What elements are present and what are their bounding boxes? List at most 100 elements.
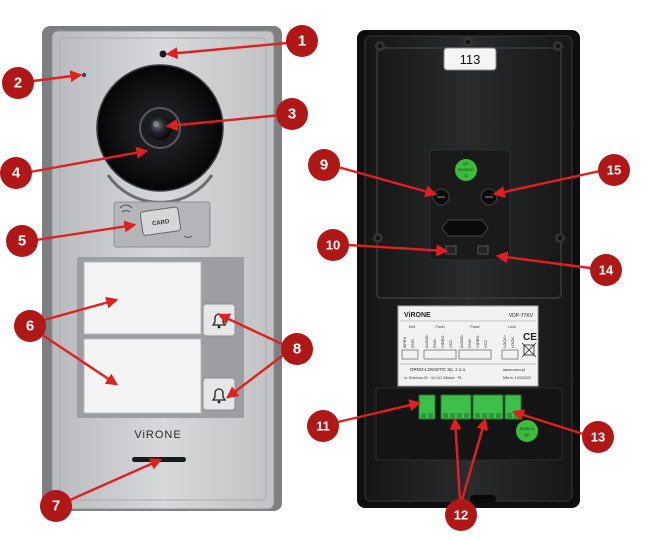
marker-label: 3 — [288, 106, 296, 123]
qc-seal-text-2: PASSED — [458, 167, 474, 172]
label-company: ORNO-LOGISTIC Sp. z o.o. — [410, 367, 466, 372]
callout-arrows — [28, 40, 602, 502]
terminal-block-panel-2[interactable] — [472, 394, 504, 420]
marker-9: 9 — [308, 149, 340, 181]
pin-label: GND — [410, 339, 415, 348]
marker-label: 15 — [607, 163, 621, 178]
nameplate-2 — [83, 338, 202, 414]
marker-5: 5 — [6, 225, 38, 257]
terminal-block-exit[interactable] — [418, 394, 436, 420]
dip-switch-left[interactable] — [445, 245, 457, 255]
marker-12: 12 — [445, 499, 477, 531]
terminal-block-lock[interactable] — [504, 394, 522, 420]
marker-2: 2 — [2, 67, 34, 99]
marker-14: 14 — [590, 254, 622, 286]
screw — [375, 41, 385, 51]
screw — [463, 37, 473, 47]
arrow-6a — [42, 296, 119, 322]
qc-seal-bottom — [516, 420, 538, 442]
arrow-5 — [34, 220, 137, 242]
front-panel: CARD ViRONE — [42, 26, 282, 511]
rfid-card-label: CARD — [152, 219, 171, 227]
nameplate-1 — [83, 261, 202, 335]
front-panel-bevel — [59, 37, 267, 501]
marker-label: 10 — [326, 238, 340, 253]
qc-seal-top — [455, 159, 477, 181]
callout-markers: 1 2 3 4 5 6 7 8 9 10 11 12 13 14 15 — [0, 25, 630, 531]
back-bottom-slot — [470, 495, 496, 503]
marker-6: 6 — [14, 310, 46, 342]
serial-tag — [443, 47, 497, 71]
top-sensor-hole — [159, 50, 167, 58]
arrow-4 — [28, 146, 149, 174]
arrow-12b — [460, 417, 489, 502]
arrow-12a — [449, 417, 462, 502]
arrow-3 — [165, 113, 284, 132]
label-pinout: Exit Panel Panel Lock OPEN GND AUDIO GND… — [401, 325, 519, 360]
marker-7: 7 — [40, 490, 72, 522]
microphone-hole — [81, 72, 87, 78]
marker-1: 1 — [286, 25, 318, 57]
pin-diagram-2 — [423, 349, 457, 360]
marker-label: 14 — [599, 263, 614, 278]
marker-4: 4 — [0, 157, 32, 189]
marker-15: 15 — [598, 154, 630, 186]
marker-label: 7 — [52, 498, 60, 515]
label-date: Mfd in: 1/04/2020 — [503, 376, 531, 380]
rfid-waves-icon — [119, 204, 133, 213]
marker-label: 5 — [18, 233, 26, 250]
pin-label: LOCK- — [510, 335, 515, 348]
rfid-wave-icon-2 — [183, 235, 193, 238]
marker-13: 13 — [582, 421, 614, 453]
rfid-card-icon: CARD — [139, 206, 182, 236]
cable-gland — [441, 219, 489, 237]
arrow-2 — [31, 70, 83, 83]
dip-switch-right[interactable] — [477, 245, 489, 255]
serial-tag-number: 113 — [460, 52, 481, 67]
qc-seal-text-3: 02 — [464, 173, 469, 178]
arrow-6b — [42, 334, 118, 386]
marker-label: 2 — [14, 75, 22, 92]
product-label — [397, 305, 539, 387]
arrow-13 — [511, 409, 585, 436]
pin-label: LOCK+ — [502, 334, 507, 348]
qc-seal-bottom-text-1: Ri300.w — [520, 426, 535, 431]
qc-seal-text-1: QC — [463, 161, 469, 166]
marker-label: 9 — [320, 157, 328, 174]
pin-group-3: Panel — [470, 325, 479, 329]
pin-label: AUDIO — [459, 335, 464, 348]
marker-label: 4 — [12, 165, 21, 182]
marker-label: 12 — [454, 508, 468, 523]
pin-label: VIDEO — [440, 336, 445, 348]
marker-label: 6 — [26, 318, 34, 335]
bell-icon — [211, 388, 227, 404]
pin-group-1: Exit — [409, 325, 415, 329]
arrow-8a — [217, 313, 284, 346]
arrow-7 — [68, 458, 163, 502]
screw — [373, 233, 383, 243]
pin-label: GND — [467, 339, 472, 348]
arrow-10 — [346, 243, 449, 257]
marker-label: 13 — [591, 430, 605, 445]
arrow-1 — [165, 40, 300, 60]
terminal-block-panel-1[interactable] — [440, 394, 472, 420]
pin-label: VCC — [448, 339, 453, 348]
pin-diagram-1 — [401, 349, 419, 360]
marker-label: 11 — [316, 419, 330, 434]
pin-label: VIDEO — [475, 336, 480, 348]
arrow-11 — [336, 399, 422, 424]
pin-group-2: Panel — [435, 325, 444, 329]
screw — [555, 233, 565, 243]
pin-label: AUDIO — [424, 335, 429, 348]
back-panel: 113 QC PASSED 02 ViRONE VDP-77KV Exit Pa… — [357, 30, 580, 508]
camera-rim — [96, 64, 224, 192]
pin-diagram-4 — [501, 349, 519, 360]
marker-8: 8 — [281, 333, 313, 365]
screw — [553, 41, 563, 51]
marker-label: 8 — [293, 341, 301, 358]
lens-highlight — [153, 121, 159, 127]
arrow-15 — [492, 169, 602, 198]
pin-diagram-3 — [458, 349, 492, 360]
pin-label: VCC — [483, 339, 488, 348]
